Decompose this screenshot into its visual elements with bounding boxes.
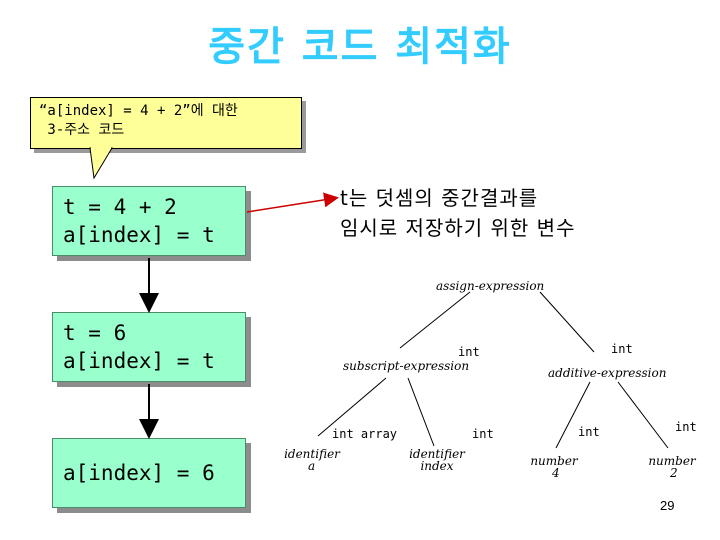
callout-line-1: “a[index] = 4 + 2”에 대한 (39, 103, 238, 119)
tree-edge (555, 381, 591, 449)
code-block-optimized: a[index] = 6 (52, 438, 246, 508)
code-line: a[index] = t (63, 223, 215, 247)
tree-edge (399, 291, 471, 349)
node-number-4: number 4 (530, 455, 578, 479)
num-2-type: int (675, 420, 697, 434)
page-number: 29 (660, 498, 675, 513)
node-subscript-expression: subscript-expression (343, 359, 470, 373)
leaf-value: 2 (670, 466, 678, 480)
code-block-original: t = 4 + 2 a[index] = t (52, 186, 246, 256)
leaf-kind: number (530, 454, 578, 468)
code-line: t = 6 (63, 321, 127, 345)
leaf-kind: identifier (409, 447, 465, 461)
note-line-1: t는 덧셈의 중간결과를 (340, 186, 539, 210)
leaf-kind: identifier (284, 447, 340, 461)
leaf-value: 4 (552, 466, 560, 480)
tree-edge (539, 291, 595, 353)
callout-box: “a[index] = 4 + 2”에 대한 3-주소 코드 (30, 97, 302, 149)
num-4-type: int (578, 425, 600, 439)
temp-variable-note: t는 덧셈의 중간결과를 임시로 저장하기 위한 변수 (340, 183, 575, 243)
node-identifier-a: identifier a (276, 448, 348, 472)
tree-edge (617, 381, 669, 449)
note-line-2: 임시로 저장하기 위한 변수 (340, 216, 576, 240)
code-line: a[index] = 6 (63, 461, 215, 485)
leaf-kind: number (648, 454, 696, 468)
code-line: a[index] = t (63, 349, 215, 373)
node-identifier-index: identifier index (400, 448, 474, 472)
node-assign-expression: assign-expression (436, 279, 545, 293)
leaf-name: index (420, 459, 454, 473)
leaf-name: a (308, 459, 316, 473)
node-number-2: number 2 (648, 455, 696, 479)
id-a-type: int array (332, 427, 398, 441)
pointer-arrow (246, 192, 339, 213)
tree-edge (407, 377, 435, 447)
code-block-folded: t = 6 a[index] = t (52, 312, 246, 382)
code-line: t = 4 + 2 (63, 195, 177, 219)
tree-edge (317, 377, 387, 437)
slide-title: 중간 코드 최적화 (208, 24, 512, 70)
callout-line-2: 3-주소 코드 (39, 122, 125, 138)
additive-type: int (611, 342, 633, 356)
node-additive-expression: additive-expression (548, 366, 667, 380)
subscript-type: int (458, 345, 480, 359)
id-index-type: int (472, 427, 494, 441)
